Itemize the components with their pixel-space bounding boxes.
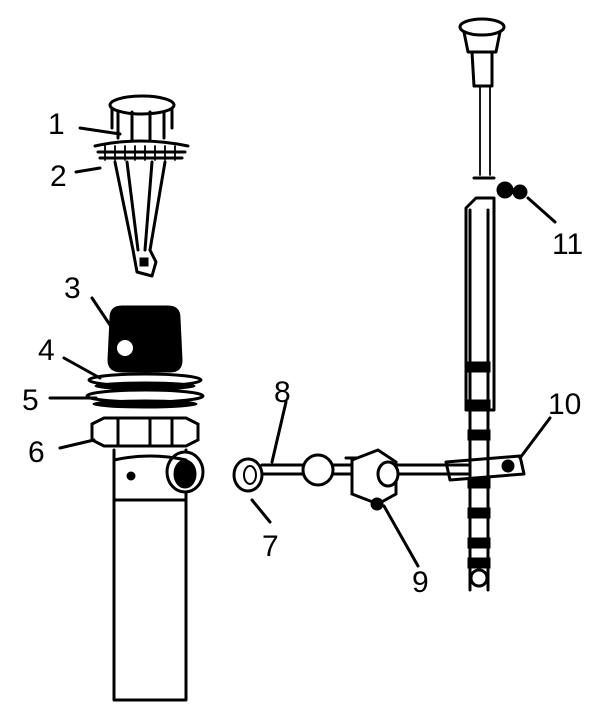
callout-4: 4 <box>38 334 55 367</box>
gasket-parts <box>85 372 205 409</box>
callout-labels: 1 2 3 4 5 6 7 8 9 10 11 <box>22 108 583 599</box>
locknut-part <box>90 416 200 448</box>
tailpiece-part <box>112 448 205 702</box>
callout-11: 11 <box>552 228 583 261</box>
callout-8: 8 <box>274 376 291 409</box>
callout-leaders <box>48 126 557 568</box>
callout-5: 5 <box>22 384 39 417</box>
callout-9: 9 <box>412 566 429 599</box>
callout-2: 2 <box>50 160 67 193</box>
callout-7: 7 <box>262 530 279 563</box>
drain-flange-part <box>107 305 183 373</box>
pivot-rod-part <box>232 448 470 511</box>
stopper-part <box>93 94 190 278</box>
callout-3: 3 <box>64 272 81 305</box>
lift-rod-part <box>444 17 528 592</box>
callout-6: 6 <box>28 436 45 469</box>
callout-10: 10 <box>548 388 581 421</box>
callout-1: 1 <box>48 108 65 141</box>
